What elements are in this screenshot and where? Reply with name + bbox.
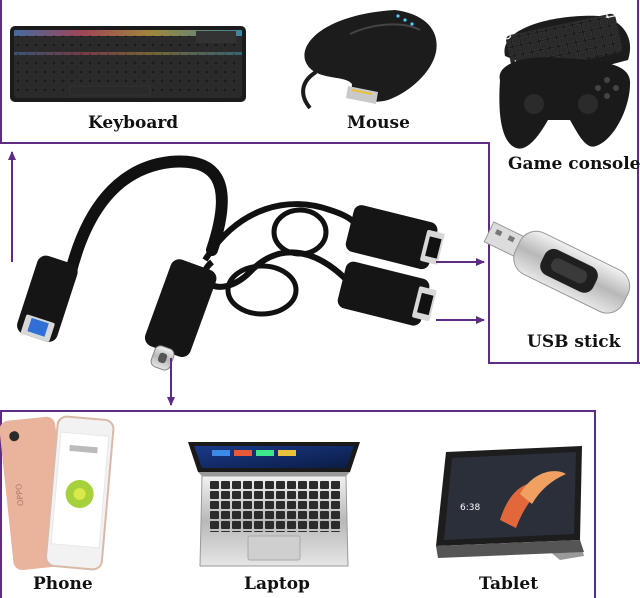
phone-label: Phone	[33, 574, 93, 594]
game-console-label: Game console	[508, 154, 640, 174]
frame-right-edge	[637, 0, 639, 364]
frame-bottom-right	[594, 410, 596, 598]
usb-c-otg-splitter-cable-icon	[17, 155, 445, 371]
tablet-icon: 6:38	[436, 446, 584, 560]
frame-right-box-left	[488, 142, 490, 364]
usb-stick-icon	[483, 221, 631, 314]
frame-bottom-left	[0, 410, 2, 598]
laptop-icon	[188, 442, 360, 567]
usb-stick-label: USB stick	[527, 332, 621, 352]
phone-icon: OPPO	[0, 415, 115, 571]
tablet-label: Tablet	[479, 574, 539, 594]
svg-text:6:38: 6:38	[460, 503, 480, 513]
keyboard-icon	[10, 26, 246, 102]
frame-top-bottom-edge	[0, 142, 490, 144]
frame-top-left-vertical	[0, 0, 2, 143]
frame-bottom-top-edge	[0, 410, 596, 412]
mouse-label: Mouse	[347, 113, 410, 133]
laptop-label: Laptop	[244, 574, 310, 594]
gamepad-icon	[499, 13, 631, 149]
keyboard-label: Keyboard	[88, 113, 179, 133]
svg-text:OPPO: OPPO	[14, 483, 25, 506]
mouse-icon	[301, 10, 437, 110]
frame-right-box-bottom	[488, 362, 640, 364]
